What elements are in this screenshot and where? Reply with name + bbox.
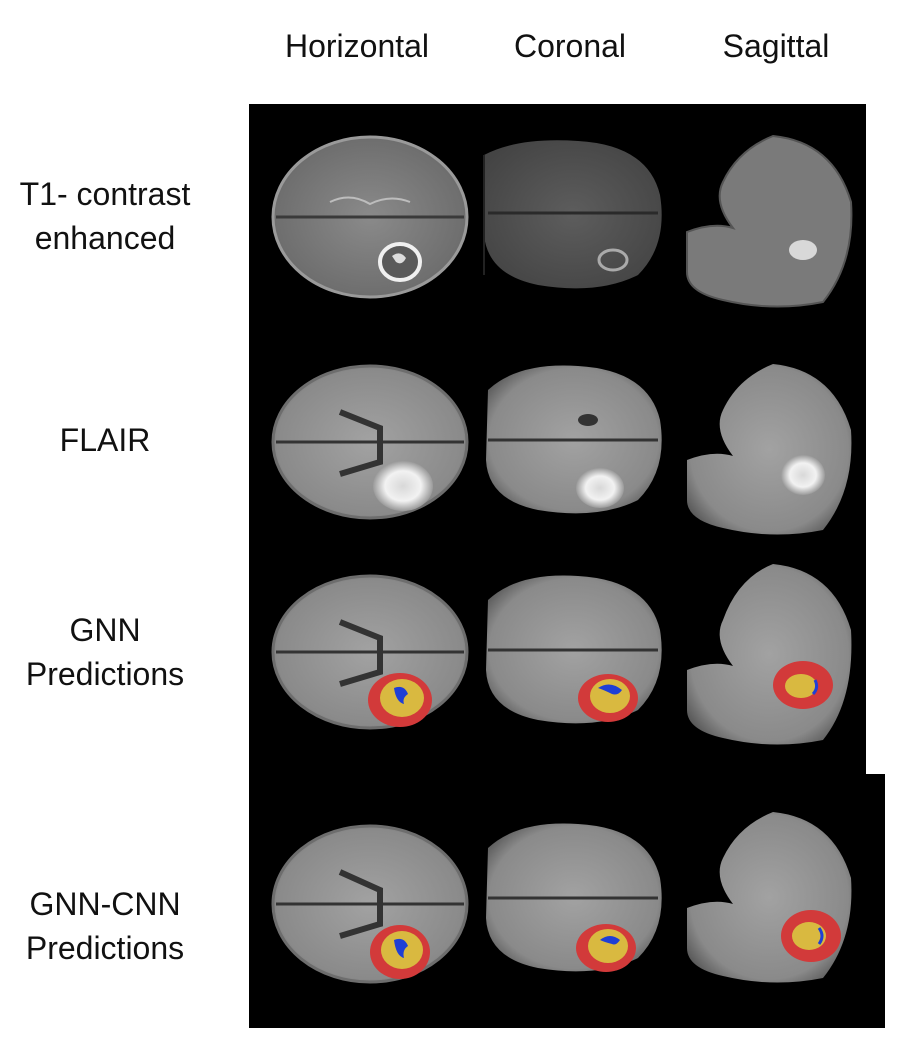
row-label-line: Predictions [25, 656, 185, 692]
column-header-sagittal: Sagittal [722, 28, 830, 64]
image-gnn-coronal [478, 570, 668, 730]
image-gnncnn-horizontal [270, 822, 470, 987]
image-flair-coronal [478, 360, 668, 520]
row-label-line: GNN [69, 612, 141, 648]
image-flair-sagittal [683, 360, 858, 540]
image-gnncnn-coronal [478, 818, 668, 978]
column-header-coronal: Coronal [513, 28, 627, 64]
image-t1-horizontal [270, 132, 470, 302]
image-t1-sagittal [683, 132, 858, 312]
row-label-line: enhanced [34, 220, 176, 256]
image-gnn-horizontal [270, 572, 470, 732]
row-label-flair: FLAIR [0, 418, 210, 462]
image-gnn-sagittal [683, 560, 858, 750]
row-label-line: Predictions [25, 930, 185, 966]
image-t1-coronal [478, 135, 668, 295]
image-flair-horizontal [270, 362, 470, 522]
row-label-line: GNN-CNN [29, 886, 181, 922]
row-label-gnn: GNN Predictions [0, 608, 210, 696]
panel-edge-mask [866, 104, 885, 774]
image-gnncnn-sagittal [683, 808, 858, 988]
row-label-line: FLAIR [59, 422, 151, 458]
row-label-line: T1- contrast [19, 176, 191, 212]
row-label-gnn-cnn: GNN-CNN Predictions [0, 882, 210, 970]
row-label-t1: T1- contrast enhanced [0, 172, 210, 260]
column-header-horizontal: Horizontal [284, 28, 430, 64]
